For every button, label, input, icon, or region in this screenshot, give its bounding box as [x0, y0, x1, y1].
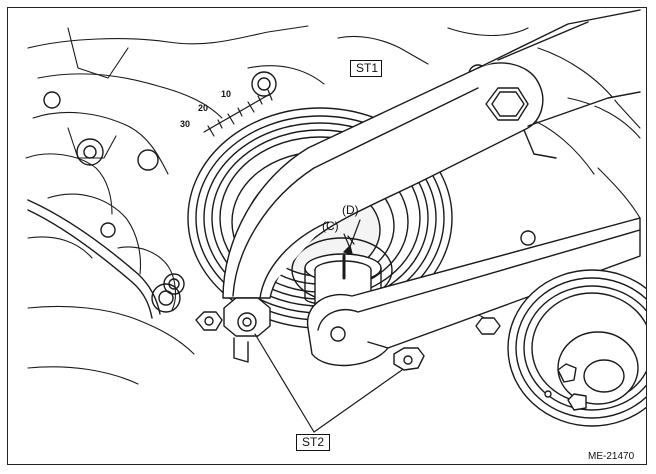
st1-callout: ST1 — [350, 60, 382, 77]
pipe-bracket — [27, 199, 181, 319]
callout-d: (D) — [342, 203, 359, 217]
st2-callout: ST2 — [296, 434, 330, 451]
st2-leader-lines — [254, 333, 403, 433]
callout-c: (C) — [322, 219, 339, 233]
scale-mark-30: 30 — [180, 119, 191, 129]
engine-illustration — [25, 9, 646, 433]
st2-holder-bar — [306, 217, 641, 367]
timing-scale — [203, 89, 273, 137]
st1-holder-arm — [222, 9, 641, 299]
illustration-frame: ST1 ST2 (C) (D) 30 20 10 ME-21470 — [7, 7, 647, 465]
lower-bolts — [195, 297, 501, 371]
accessory-pulley — [507, 269, 646, 427]
st1-hex-bolt — [485, 87, 529, 121]
scale-mark-20: 20 — [198, 103, 209, 113]
scale-mark-10: 10 — [221, 89, 232, 99]
bolt-bosses — [43, 64, 536, 295]
figure-id: ME-21470 — [588, 451, 635, 462]
